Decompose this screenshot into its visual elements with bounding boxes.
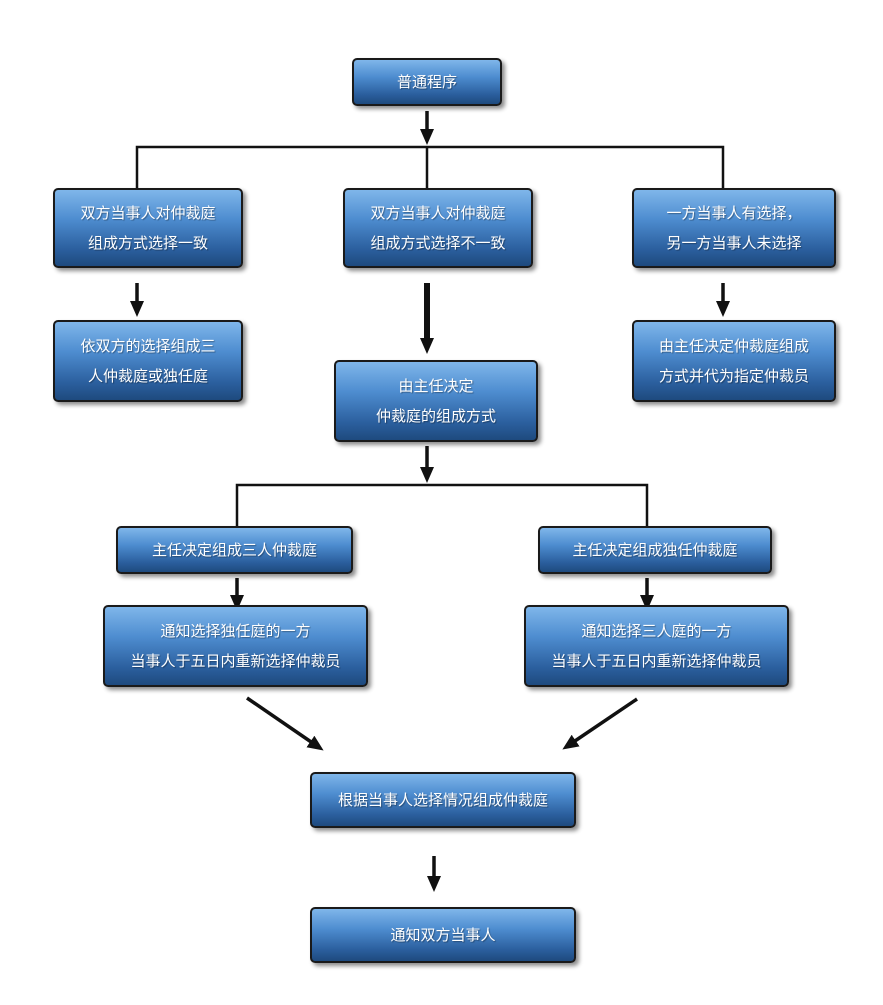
branch-line-mid: [235, 483, 649, 526]
node-form-by-choice: 依双方的选择组成三 人仲裁庭或独任庭: [53, 320, 243, 402]
node-start: 普通程序: [352, 58, 502, 106]
node-notify-three-party: 通知选择三人庭的一方 当事人于五日内重新选择仲裁员: [524, 605, 789, 687]
node-director-decides-form: 由主任决定 仲裁庭的组成方式: [334, 360, 538, 442]
branch-line-top: [135, 145, 725, 188]
arrow-diag-right: [562, 697, 638, 750]
node-choice-partial: 一方当事人有选择， 另一方当事人未选择: [632, 188, 836, 268]
node-form-tribunal: 根据当事人选择情况组成仲裁庭: [310, 772, 576, 828]
node-choice-disagree: 双方当事人对仲裁庭 组成方式选择不一致: [343, 188, 533, 268]
node-three-member-tribunal: 主任决定组成三人仲裁庭: [116, 526, 353, 574]
arrow-diag-left: [246, 696, 324, 751]
node-notify-sole-party: 通知选择独任庭的一方 当事人于五日内重新选择仲裁员: [103, 605, 368, 687]
node-director-appoints: 由主任决定仲裁庭组成 方式并代为指定仲裁员: [632, 320, 836, 402]
node-notify-both: 通知双方当事人: [310, 907, 576, 963]
node-sole-arbitrator: 主任决定组成独任仲裁庭: [538, 526, 772, 574]
node-choice-agree: 双方当事人对仲裁庭 组成方式选择一致: [53, 188, 243, 268]
